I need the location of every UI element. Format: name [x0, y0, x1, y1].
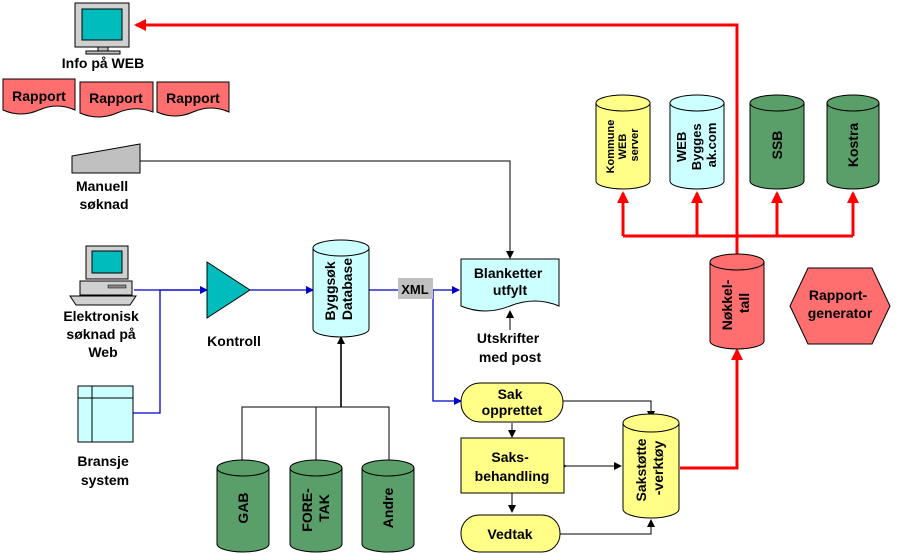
sak-line-1: Sak [498, 386, 523, 402]
elektronisk-line-1: Elektronisk [63, 308, 139, 324]
monitor-icon [74, 2, 130, 55]
sakstotte-line-1: Sakstøtte [633, 438, 649, 501]
xml-badge [398, 278, 433, 299]
kommune-label: Kommune WEB server [605, 117, 641, 174]
manuell-line-2: søknad [79, 196, 128, 212]
elektronisk-line-2: søknad på [66, 326, 135, 342]
rapportgenerator-hexagon [789, 267, 891, 345]
saksbehandling-line-1: Saks- [491, 449, 529, 465]
web-byggesak-cylinder [669, 94, 725, 190]
webbygg-label: WEB Bygges ak.com [674, 120, 719, 171]
andre-cylinder [361, 459, 415, 553]
nokkeltall-label: Nøkkel- tall [719, 276, 752, 330]
computer-icon [69, 245, 137, 306]
blanketter-line-1: Blanketter [474, 265, 543, 281]
red-connectors [134, 19, 859, 470]
gab-label: GAB [235, 492, 251, 523]
saksbehandling-label: Saks- behandling [475, 449, 550, 484]
nokkeltall-line-2: tall [736, 293, 752, 313]
manuell-line-1: Manuell [76, 178, 128, 194]
manuell-label: Manuell søknad [76, 178, 132, 212]
sak-opprettet-terminal [460, 382, 564, 423]
rapport-label-2: Rapport [89, 90, 143, 106]
ssb-label: SSB [769, 131, 785, 160]
rapport-shape-3 [156, 81, 230, 117]
foretak-label: FORE- TAK [299, 484, 332, 531]
vedtak-label: Vedtak [487, 526, 532, 542]
nokkeltall-line-1: Nøkkel- [719, 279, 735, 330]
rapportgenerator-line-2: generator [808, 305, 873, 321]
byggsok-label: Byggsøk Database [322, 257, 355, 320]
bransje-label: Bransje system [77, 453, 132, 488]
bransje-system-icon [77, 385, 134, 443]
kontroll-label: Kontroll [207, 333, 261, 349]
foretak-line-1: FORE- [299, 488, 315, 532]
kommune-web-server-cylinder [595, 94, 651, 190]
line-sources-bus [241, 406, 390, 463]
sak-line-2: opprettet [482, 402, 543, 418]
blue-line-bransje-kontroll [133, 286, 208, 414]
byggsok-line-1: Byggsøk [322, 261, 338, 320]
line-manuell-blanketter [140, 160, 514, 259]
sakstotte-label: Sakstøtte -verktøy [633, 435, 666, 502]
rapport-label-3: Rapport [166, 90, 220, 106]
sak-label: Sak opprettet [482, 386, 543, 418]
red-line-to-info-web [134, 19, 739, 262]
sakstotte-line-2: -verktøy [650, 441, 666, 496]
elektronisk-label: Elektronisk søknad på Web [63, 308, 142, 360]
kontroll-triangle [206, 261, 251, 319]
byggsok-line-2: Database [339, 258, 355, 320]
rapport-documents [2, 78, 230, 118]
bransje-line-1: Bransje [77, 453, 129, 469]
blue-connectors [133, 286, 462, 414]
rapportgenerator-line-1: Rapport- [809, 287, 868, 303]
rapport-label-1: Rapport [12, 88, 66, 104]
manual-input-icon [71, 143, 141, 174]
ssb-cylinder [749, 94, 805, 190]
webbygg-line-2: Bygges [689, 123, 704, 170]
rapport-shape-1 [2, 78, 76, 115]
andre-label: Andre [380, 488, 396, 529]
foretak-line-2: TAK [316, 494, 332, 522]
nokkeltall-cylinder [709, 253, 765, 350]
saksbehandling-line-2: behandling [475, 468, 550, 484]
kostra-cylinder [826, 94, 880, 190]
utskrifter-line-2: med post [479, 349, 542, 365]
red-line-sakstotte-nokkeltall [680, 348, 743, 470]
blanketter-document [460, 258, 560, 312]
bransje-line-2: system [81, 472, 129, 488]
kommune-line-2: WEB [617, 134, 629, 160]
black-connectors [140, 160, 655, 535]
blanketter-label: Blanketter utfylt [474, 265, 546, 298]
kommune-line-3: server [629, 128, 641, 162]
line-sak-sakstotte [563, 400, 655, 419]
vedtak-terminal [460, 514, 561, 553]
webbygg-line-1: WEB [674, 132, 689, 162]
utskrifter-line-1: Utskrifter [477, 330, 540, 346]
elektronisk-line-3: Web [88, 344, 117, 360]
info-web-label: Info på WEB [62, 55, 144, 71]
gab-cylinder [216, 459, 270, 553]
sakstotte-cylinder [622, 413, 680, 519]
blanketter-line-2: utfylt [493, 282, 528, 298]
rapportgenerator-label: Rapport- generator [808, 287, 873, 321]
foretak-cylinder [289, 459, 343, 553]
xml-label: XML [401, 282, 429, 297]
line-vedtak-sakstotte [560, 519, 655, 535]
kostra-label: Kostra [845, 123, 861, 168]
blue-line-xml-sak [432, 290, 462, 405]
byggsok-database-cylinder [312, 239, 370, 338]
webbygg-line-3: ak.com [704, 123, 719, 168]
kommune-line-1: Kommune [605, 120, 617, 174]
utskrifter-label: Utskrifter med post [477, 330, 543, 365]
rapport-shape-2 [79, 81, 154, 118]
saksbehandling-box [460, 437, 565, 494]
